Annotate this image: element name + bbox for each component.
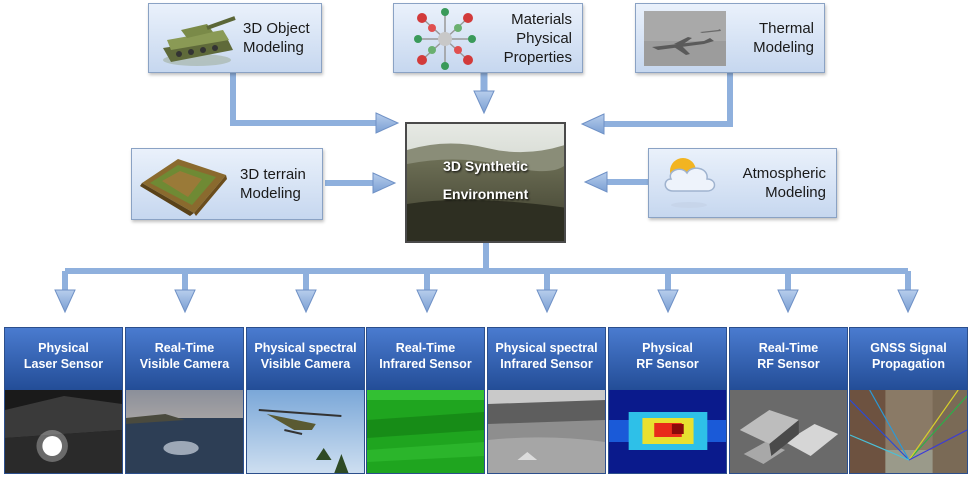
molecule-icon (414, 8, 476, 70)
rf-heatmap-image (609, 390, 726, 473)
sensor-gnss: GNSS Signal Propagation (849, 327, 968, 474)
sensor-visible-camera-spectral: Physical spectral Visible Camera (246, 327, 365, 474)
sensor-rf-realtime: Real-Time RF Sensor (729, 327, 848, 474)
gnss-propagation-image (850, 390, 967, 473)
helicopter-image (247, 390, 364, 473)
connector-object-modeling (230, 72, 378, 126)
terrain-label: 3D terrain Modeling (240, 166, 306, 202)
materials-label: Materials Physical Properties (503, 11, 572, 66)
landscape-image (407, 124, 564, 241)
synthetic-environment-box: 3D Synthetic Environment (405, 122, 566, 243)
sensor-label: Real-Time Visible Camera (139, 341, 230, 371)
sensor-label: Physical Laser Sensor (23, 341, 104, 371)
sensor-label: Physical RF Sensor (636, 341, 699, 371)
sensor-visible-camera-realtime: Real-Time Visible Camera (125, 327, 244, 474)
thermal-label: Thermal Modeling (753, 20, 814, 56)
visible-camera-image (126, 390, 243, 473)
sensor-label: Real-Time RF Sensor (757, 341, 820, 371)
sensor-label: Physical spectral Infrared Sensor (495, 341, 598, 371)
arrow-terrain (372, 172, 397, 194)
arrow-thermal (580, 113, 605, 135)
sensor-infrared-realtime: Real-Time Infrared Sensor (366, 327, 485, 474)
arrow-atmospheric (583, 171, 608, 193)
synthetic-environment-label: 3D Synthetic Environment (442, 158, 529, 202)
atmospheric-box: Atmospheric Modeling (648, 148, 837, 218)
sensor-laser: Physical Laser Sensor (4, 327, 123, 474)
thermal-box: Thermal Modeling (635, 3, 825, 73)
rf-city-image (730, 390, 847, 473)
weather-cloud-sun-icon (664, 158, 716, 208)
connector-thermal (603, 72, 733, 127)
sensor-infrared-spectral: Physical spectral Infrared Sensor (487, 327, 606, 474)
arrow-materials (473, 90, 495, 115)
sensor-label: GNSS Signal Propagation (870, 341, 947, 371)
tank-icon (163, 16, 236, 66)
sensor-drop-arrows (54, 271, 919, 314)
arrow-object-modeling (375, 112, 400, 134)
sensor-rf-physical: Physical RF Sensor (608, 327, 727, 474)
infrared-green-image (367, 390, 484, 473)
atmospheric-label: Atmospheric Modeling (742, 165, 826, 201)
laser-sensor-image (5, 390, 122, 473)
sensor-label: Real-Time Infrared Sensor (379, 341, 472, 371)
terrain-icon (140, 159, 227, 216)
object-modeling-box: 3D Object Modeling (148, 3, 322, 73)
terrain-box: 3D terrain Modeling (131, 148, 323, 220)
thermal-aircraft-icon (644, 11, 726, 66)
sensor-label: Physical spectral Visible Camera (254, 341, 357, 371)
object-modeling-label: 3D Object Modeling (243, 20, 310, 56)
infrared-gray-image (488, 390, 605, 473)
materials-box: Materials Physical Properties (393, 3, 583, 73)
